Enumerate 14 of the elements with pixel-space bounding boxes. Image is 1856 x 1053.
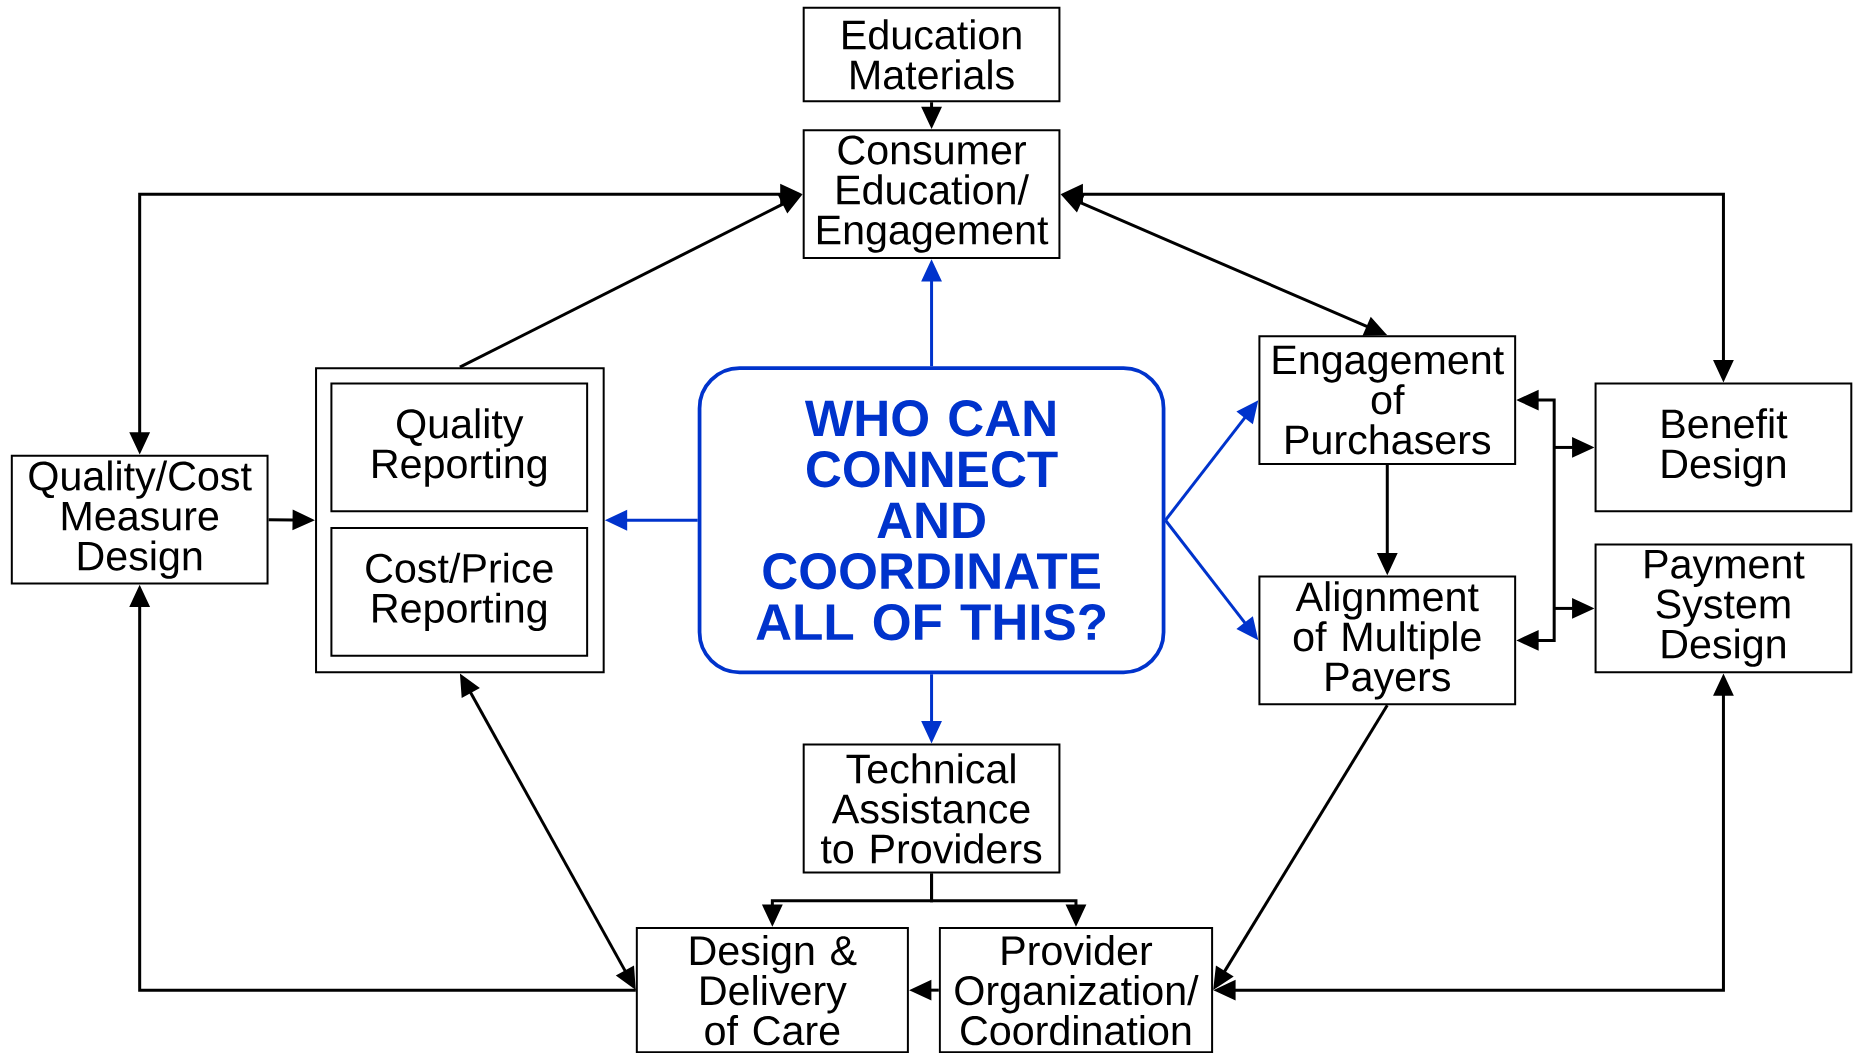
process-box: Consumer Education/ Engagement [802, 128, 1061, 259]
process-box: Technical Assistance to Providers [802, 743, 1061, 874]
process-box: Provider Organization/ Coordination [938, 926, 1214, 1053]
process-box: Quality/Cost Measure Design [10, 454, 269, 585]
process-box: Cost/Price Reporting [330, 526, 589, 657]
process-box: Engagement of Purchasers [1258, 334, 1517, 465]
process-box: Quality Reporting [330, 382, 589, 513]
process-box: Benefit Design [1594, 382, 1853, 513]
group-box [315, 366, 605, 674]
process-box: Design & Delivery of Care [635, 926, 909, 1053]
process-box: Payment System Design [1594, 543, 1853, 674]
question-box: WHO CAN CONNECT AND COORDINATE ALL OF THIS? [697, 366, 1166, 674]
process-box: Alignment of Multiple Payers [1258, 575, 1517, 706]
process-box: Education Materials [802, 6, 1061, 102]
